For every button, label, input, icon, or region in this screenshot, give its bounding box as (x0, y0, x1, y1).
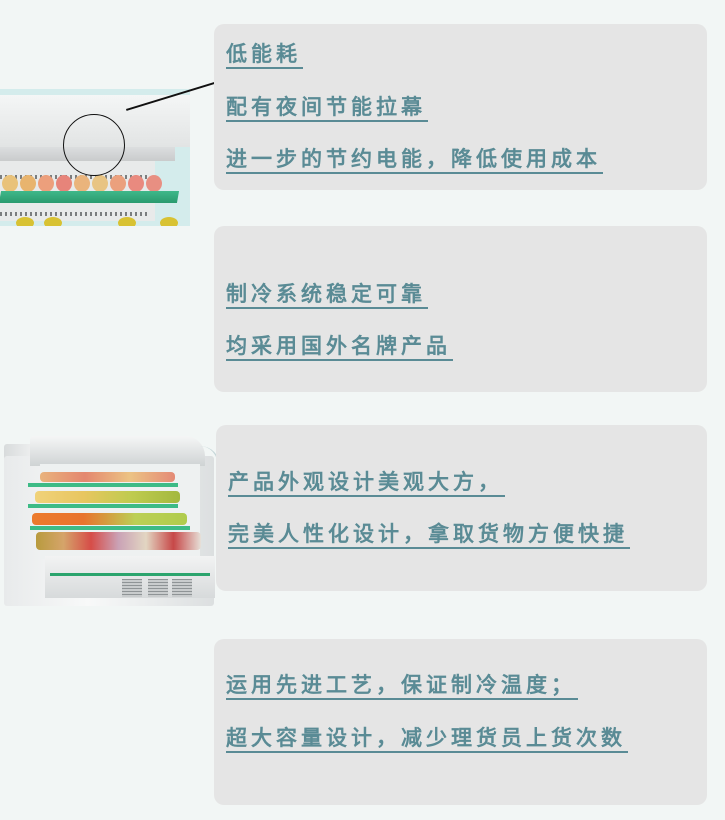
display-cabinet-image (0, 436, 220, 616)
fruit (146, 175, 162, 192)
feature-line: 产品外观设计美观大方， (228, 469, 505, 497)
feature-panel-energy: 低能耗 配有夜间节能拉幕 进一步的节约电能，降低使用成本 (214, 24, 707, 190)
fruit-row (36, 532, 201, 550)
fruit (74, 175, 90, 192)
fruit (92, 175, 108, 192)
vent-holes (0, 212, 150, 216)
vent-grille (122, 579, 142, 597)
fruit-row (35, 491, 180, 503)
canopy-closeup-image (0, 89, 190, 226)
vent-grille (172, 579, 192, 597)
fruit (20, 175, 36, 192)
feature-panel-design: 产品外观设计美观大方， 完美人性化设计，拿取货物方便快捷 (216, 425, 707, 591)
feature-panel-refrigeration: 制冷系统稳定可靠 均采用国外名牌产品 (214, 226, 707, 392)
cabinet-stripe (50, 573, 210, 576)
green-shelf (0, 191, 180, 203)
fruit (44, 217, 62, 226)
feature-line: 均采用国外名牌产品 (226, 333, 453, 361)
fruit (38, 175, 54, 192)
feature-line: 制冷系统稳定可靠 (226, 281, 428, 309)
vent-grille (148, 579, 168, 597)
feature-line: 进一步的节约电能，降低使用成本 (226, 146, 603, 174)
fruit (110, 175, 126, 192)
fruit-row (40, 472, 175, 482)
shelf (30, 526, 190, 530)
feature-panel-capacity: 运用先进工艺，保证制冷温度； 超大容量设计，减少理货员上货次数 (214, 639, 707, 805)
shelf (28, 483, 178, 487)
feature-line: 低能耗 (226, 41, 303, 69)
feature-line: 完美人性化设计，拿取货物方便快捷 (228, 521, 630, 549)
fruit (160, 217, 178, 226)
fruit (56, 175, 72, 192)
highlight-circle (63, 114, 125, 176)
fruit (118, 217, 136, 226)
fruit (2, 175, 18, 192)
feature-line: 超大容量设计，减少理货员上货次数 (226, 725, 628, 753)
cabinet-canopy (30, 436, 205, 466)
fruit (128, 175, 144, 192)
fruit-row (32, 513, 187, 525)
shelf (28, 504, 178, 508)
feature-line: 运用先进工艺，保证制冷温度； (226, 672, 578, 700)
feature-line: 配有夜间节能拉幕 (226, 94, 428, 122)
fruit (16, 217, 34, 226)
